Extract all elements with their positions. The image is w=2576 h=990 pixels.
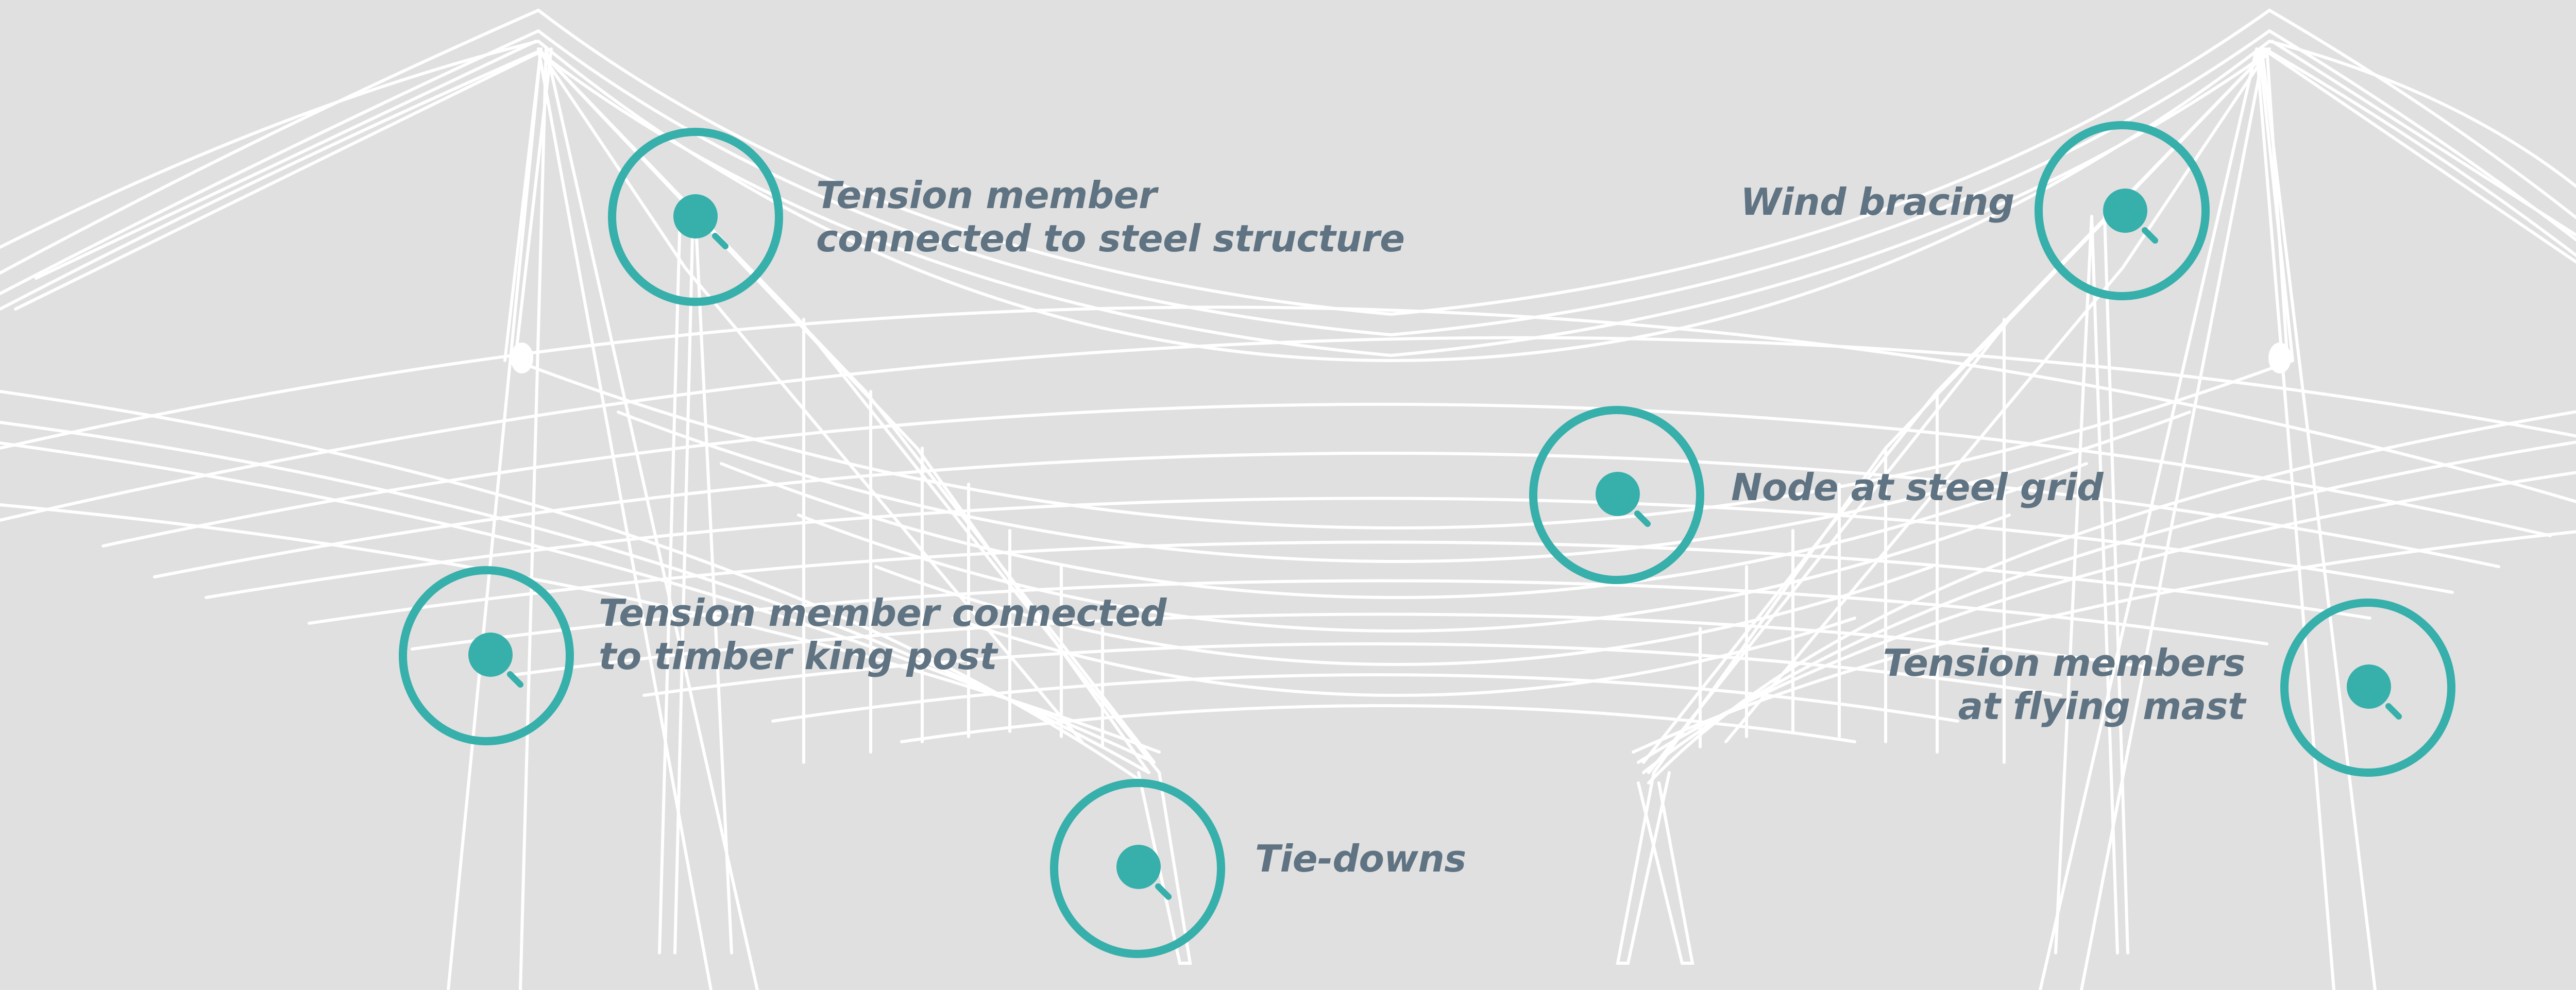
label-node-steel-grid: Node at steel grid: [1731, 466, 2104, 509]
label-tie-downs: Tie-downs: [1255, 837, 1466, 880]
magnifier-icon: [399, 566, 574, 745]
magnifier-icon: [1529, 406, 1704, 584]
hotspot-tie-downs[interactable]: [1049, 778, 1226, 959]
label-tension-members-flying-mast: Tension members at flying mast: [1883, 641, 2246, 728]
label-line: Node at steel grid: [1731, 466, 2104, 509]
hotspot-node-steel-grid[interactable]: [1528, 405, 1705, 585]
label-line: Tension members: [1883, 641, 2246, 685]
magnifier-icon: [608, 128, 783, 306]
label-line: Tension member connected: [599, 591, 1167, 635]
hotspot-tension-member-steel[interactable]: [607, 127, 784, 307]
label-line: Wind bracing: [1740, 180, 2014, 224]
label-line: connected to steel structure: [816, 217, 1405, 260]
hotspot-tension-members-flying-mast[interactable]: [2279, 598, 2456, 778]
hotspot-tension-member-timber[interactable]: [398, 565, 575, 746]
magnifier-icon: [1050, 779, 1225, 958]
label-line: Tie-downs: [1255, 837, 1466, 880]
magnifier-icon: [2035, 121, 2210, 300]
label-tension-member-timber: Tension member connected to timber king …: [599, 591, 1167, 678]
label-tension-member-steel: Tension member connected to steel struct…: [816, 174, 1405, 260]
magnifier-icon: [2280, 599, 2455, 777]
label-line: at flying mast: [1958, 685, 2246, 728]
hotspot-wind-bracing[interactable]: [2033, 120, 2211, 301]
label-line: Tension member: [816, 174, 1157, 217]
label-wind-bracing: Wind bracing: [1740, 180, 2014, 224]
label-line: to timber king post: [599, 635, 997, 678]
